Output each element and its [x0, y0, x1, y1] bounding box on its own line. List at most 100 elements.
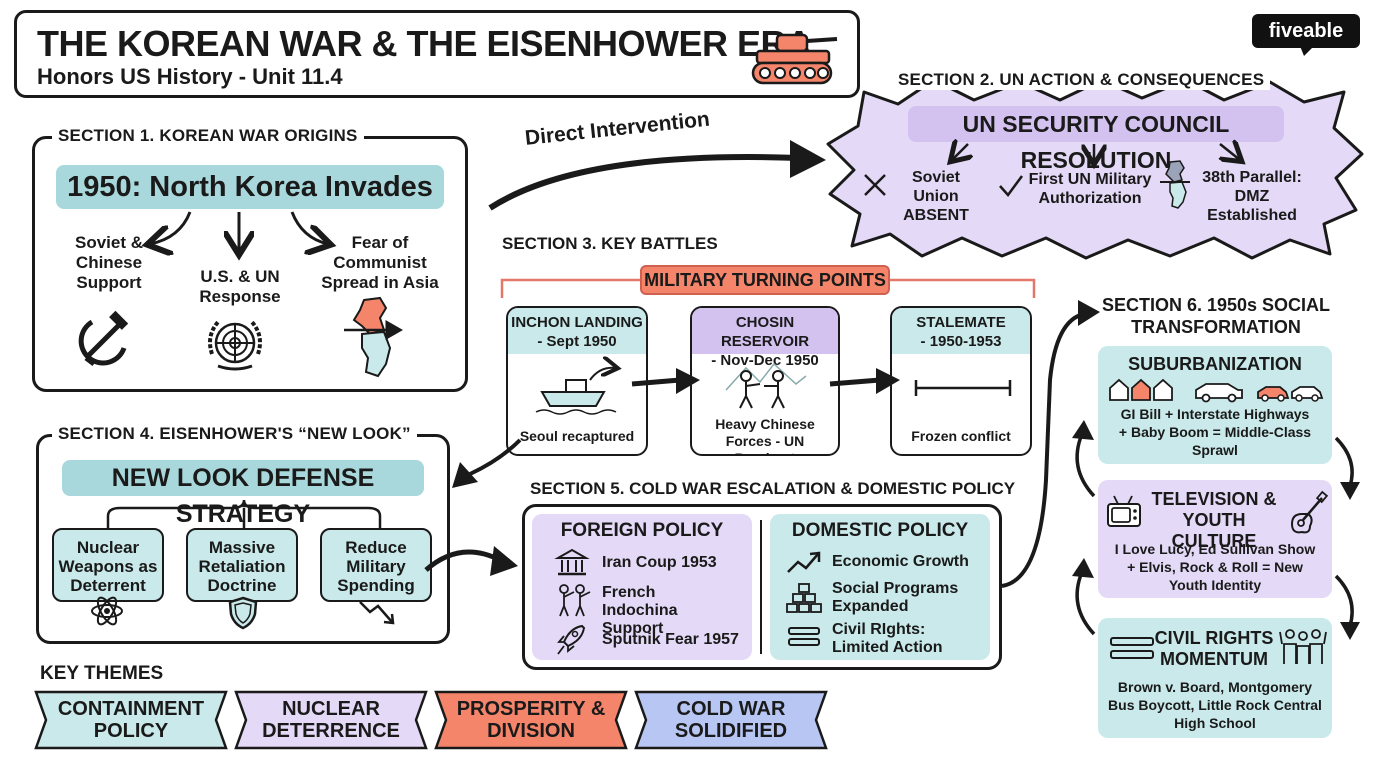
theme-cold-war: COLD WAR SOLIDIFIED — [674, 698, 788, 742]
blocks-icon — [786, 583, 822, 613]
section-5-label: SECTION 5. COLD WAR ESCALATION & DOMESTI… — [530, 479, 1016, 498]
title-box: THE KOREAN WAR & THE EISENHOWER ERA Hono… — [14, 10, 860, 98]
social-card-television — [1098, 480, 1332, 598]
domestic-policy-panel — [770, 514, 990, 660]
foreign-policy-title: FOREIGN POLICY — [560, 520, 724, 541]
korea-map-icon — [1160, 160, 1190, 209]
domestic-item-civil-rights: Civil RIghts: Limited Action — [832, 621, 943, 656]
battle-title-chosin: CHOSIN RESERVOIR — [720, 314, 810, 350]
hammer-sickle-icon — [78, 310, 129, 366]
battle-caption-inchon: Seoul recaptured — [519, 428, 635, 444]
soldiers-icon — [559, 584, 591, 617]
section-2-item-soviet-absent: Soviet Union ABSENT — [903, 169, 969, 224]
foreign-item-sputnik: Sputnik Fear 1957 — [602, 631, 739, 648]
section-1-item-fear-communism: Fear of Communist Spread in Asia — [321, 233, 439, 292]
battle-card-chosin: CHOSIN RESERVOIR - Nov-Dec 1950 Heavy Ch… — [690, 306, 840, 456]
social-title-television: TELEVISION & YOUTH CULTURE — [1151, 489, 1277, 551]
section-2-label: SECTION 2. UN ACTION & CONSEQUENCES — [892, 70, 1271, 90]
line-icon — [914, 380, 1012, 396]
soldiers-icon — [725, 362, 807, 409]
foreign-item-iran-coup: Iran Coup 1953 — [602, 554, 717, 571]
new-look-item-retaliation: Massive Retaliation Doctrine — [198, 538, 286, 595]
section-3-label: SECTION 3. KEY BATTLES — [502, 234, 718, 253]
section-3-banner: MILITARY TURNING POINTS — [640, 265, 890, 295]
uptrend-icon — [787, 551, 821, 573]
social-body-television: I Love Lucy, Ed Sullivan Show + Elvis, R… — [1114, 541, 1316, 593]
battle-title-stalemate: STALEMATE — [916, 314, 1006, 331]
section-1-item-us-un-response: U.S. & UN Response — [199, 267, 281, 306]
tv-icon — [1107, 495, 1141, 527]
theme-ribbon-nuclear — [234, 690, 428, 750]
brand-logo-text: fiveable — [1268, 20, 1344, 42]
atom-icon — [91, 596, 123, 626]
section-4-label: SECTION 4. EISENHOWER'S “NEW LOOK” — [52, 424, 417, 444]
battle-card-inchon: INCHON LANDING - Sept 1950 Seoul recaptu… — [506, 306, 648, 456]
tank-icon — [751, 33, 838, 85]
section-6-label-line2: TRANSFORMATION — [1131, 317, 1301, 337]
rocket-icon — [557, 624, 586, 655]
domestic-policy-title: DOMESTIC POLICY — [791, 520, 969, 541]
guitar-icon — [1290, 490, 1329, 534]
section-6-label-line1: SECTION 6. 1950s SOCIAL — [1101, 295, 1331, 315]
downtrend-icon — [359, 601, 395, 625]
new-look-card-spending: Reduce Military Spending — [320, 528, 432, 602]
page-subtitle: Honors US History - Unit 11.4 — [37, 64, 343, 89]
social-body-civil-rights: Brown v. Board, Montgomery Bus Boycott, … — [1108, 679, 1322, 731]
theme-ribbon-prosperity — [434, 690, 628, 750]
ship-icon — [535, 362, 626, 415]
shield-icon — [228, 596, 258, 630]
section-1-label: SECTION 1. KOREAN WAR ORIGINS — [52, 126, 364, 146]
domestic-item-social-programs: Social Programs Expanded — [832, 580, 959, 615]
check-mark-icon — [999, 175, 1024, 197]
un-emblem-icon — [208, 320, 262, 371]
social-title-suburbanization: SUBURBANIZATION — [1128, 354, 1302, 374]
brand-logo-tail — [1300, 46, 1314, 56]
section-2-item-38th-parallel: 38th Parallel: DMZ Established — [1202, 169, 1302, 224]
battle-caption-chosin: Heavy Chinese Forces - UN Breakout — [715, 416, 815, 454]
new-look-item-nuclear: Nuclear Weapons as Deterrent — [58, 538, 158, 595]
social-title-civil-rights: CIVIL RIGHTS MOMENTUM — [1154, 628, 1274, 669]
new-look-card-retaliation: Massive Retaliation Doctrine — [186, 528, 298, 602]
building-icon — [554, 548, 590, 576]
foreign-item-indochina: French Indochina Support — [602, 584, 678, 637]
social-body-suburbanization: GI Bill + Interstate Highways + Baby Boo… — [1118, 406, 1312, 458]
section-1-headline: 1950: North Korea Invades — [56, 165, 444, 209]
section-2-item-first-un-authorization: First UN Military Authorization — [1028, 171, 1152, 207]
brand-logo[interactable]: fiveable — [1252, 14, 1360, 48]
korea-map-icon — [344, 296, 403, 378]
section-1-item-soviet-support: Soviet & Chinese Support — [74, 233, 144, 292]
key-themes-label: KEY THEMES — [40, 663, 164, 684]
theme-nuclear: NUCLEAR DETERRENCE — [262, 698, 400, 742]
foreign-policy-panel — [532, 514, 752, 660]
x-mark-icon — [864, 174, 886, 196]
theme-ribbon-containment — [34, 690, 228, 750]
battle-card-stalemate: STALEMATE - 1950-1953 Frozen conflict — [890, 306, 1032, 456]
new-look-item-spending: Reduce Military Spending — [337, 538, 415, 595]
domestic-item-economic-growth: Economic Growth — [832, 553, 969, 570]
battle-date-chosin: - Nov-Dec 1950 — [711, 352, 819, 369]
page-title: THE KOREAN WAR & THE EISENHOWER ERA — [37, 23, 812, 64]
theme-ribbon-cold-war — [634, 690, 828, 750]
battle-title-inchon: INCHON LANDING — [511, 314, 643, 331]
battle-date-stalemate: - 1950-1953 — [920, 333, 1002, 350]
people-icon — [1279, 629, 1327, 664]
theme-prosperity: PROSPERITY & DIVISION — [456, 698, 606, 742]
battle-caption-stalemate: Frozen conflict — [911, 428, 1011, 444]
houses-cars-icon — [1109, 378, 1324, 403]
battle-date-inchon: - Sept 1950 — [537, 333, 617, 350]
theme-containment: CONTAINMENT POLICY — [57, 698, 205, 742]
section-4-headline: NEW LOOK DEFENSE STRATEGY — [62, 460, 424, 528]
social-card-suburbanization — [1098, 346, 1332, 464]
equals-icon — [788, 627, 820, 646]
equals-icon — [1110, 637, 1154, 659]
